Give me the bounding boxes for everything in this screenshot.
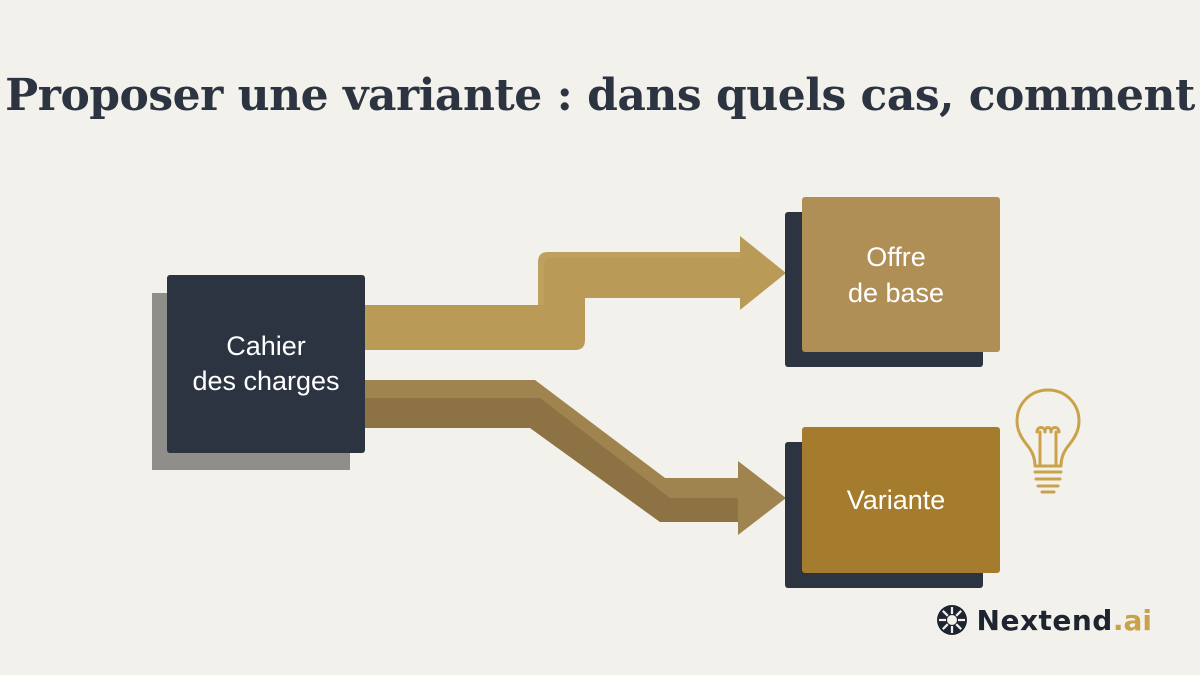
base-label-line2: de base [848,278,944,308]
lightbulb-icon [1015,388,1081,494]
variant-label: Variante [847,485,946,515]
nextend-logo-mark-icon [936,605,967,635]
variant-node: Variante [785,427,1000,588]
brand-name: Nextend [976,603,1113,637]
source-label-line1: Cahier [226,331,306,361]
brand-logo: Nextend.ai [935,603,1152,637]
page-title: Proposer une variante : dans quels cas, … [5,70,1195,121]
base-label-line1: Offre [866,242,926,272]
brand-tld: .ai [1112,603,1152,637]
arrow-to-base [365,236,786,350]
brand-wordmark: Nextend.ai [977,604,1152,637]
source-node: Cahier des charges [152,275,365,470]
arrow-to-variant [365,380,786,535]
source-label-line2: des charges [192,366,339,396]
base-offer-node: Offre de base [785,197,1000,367]
